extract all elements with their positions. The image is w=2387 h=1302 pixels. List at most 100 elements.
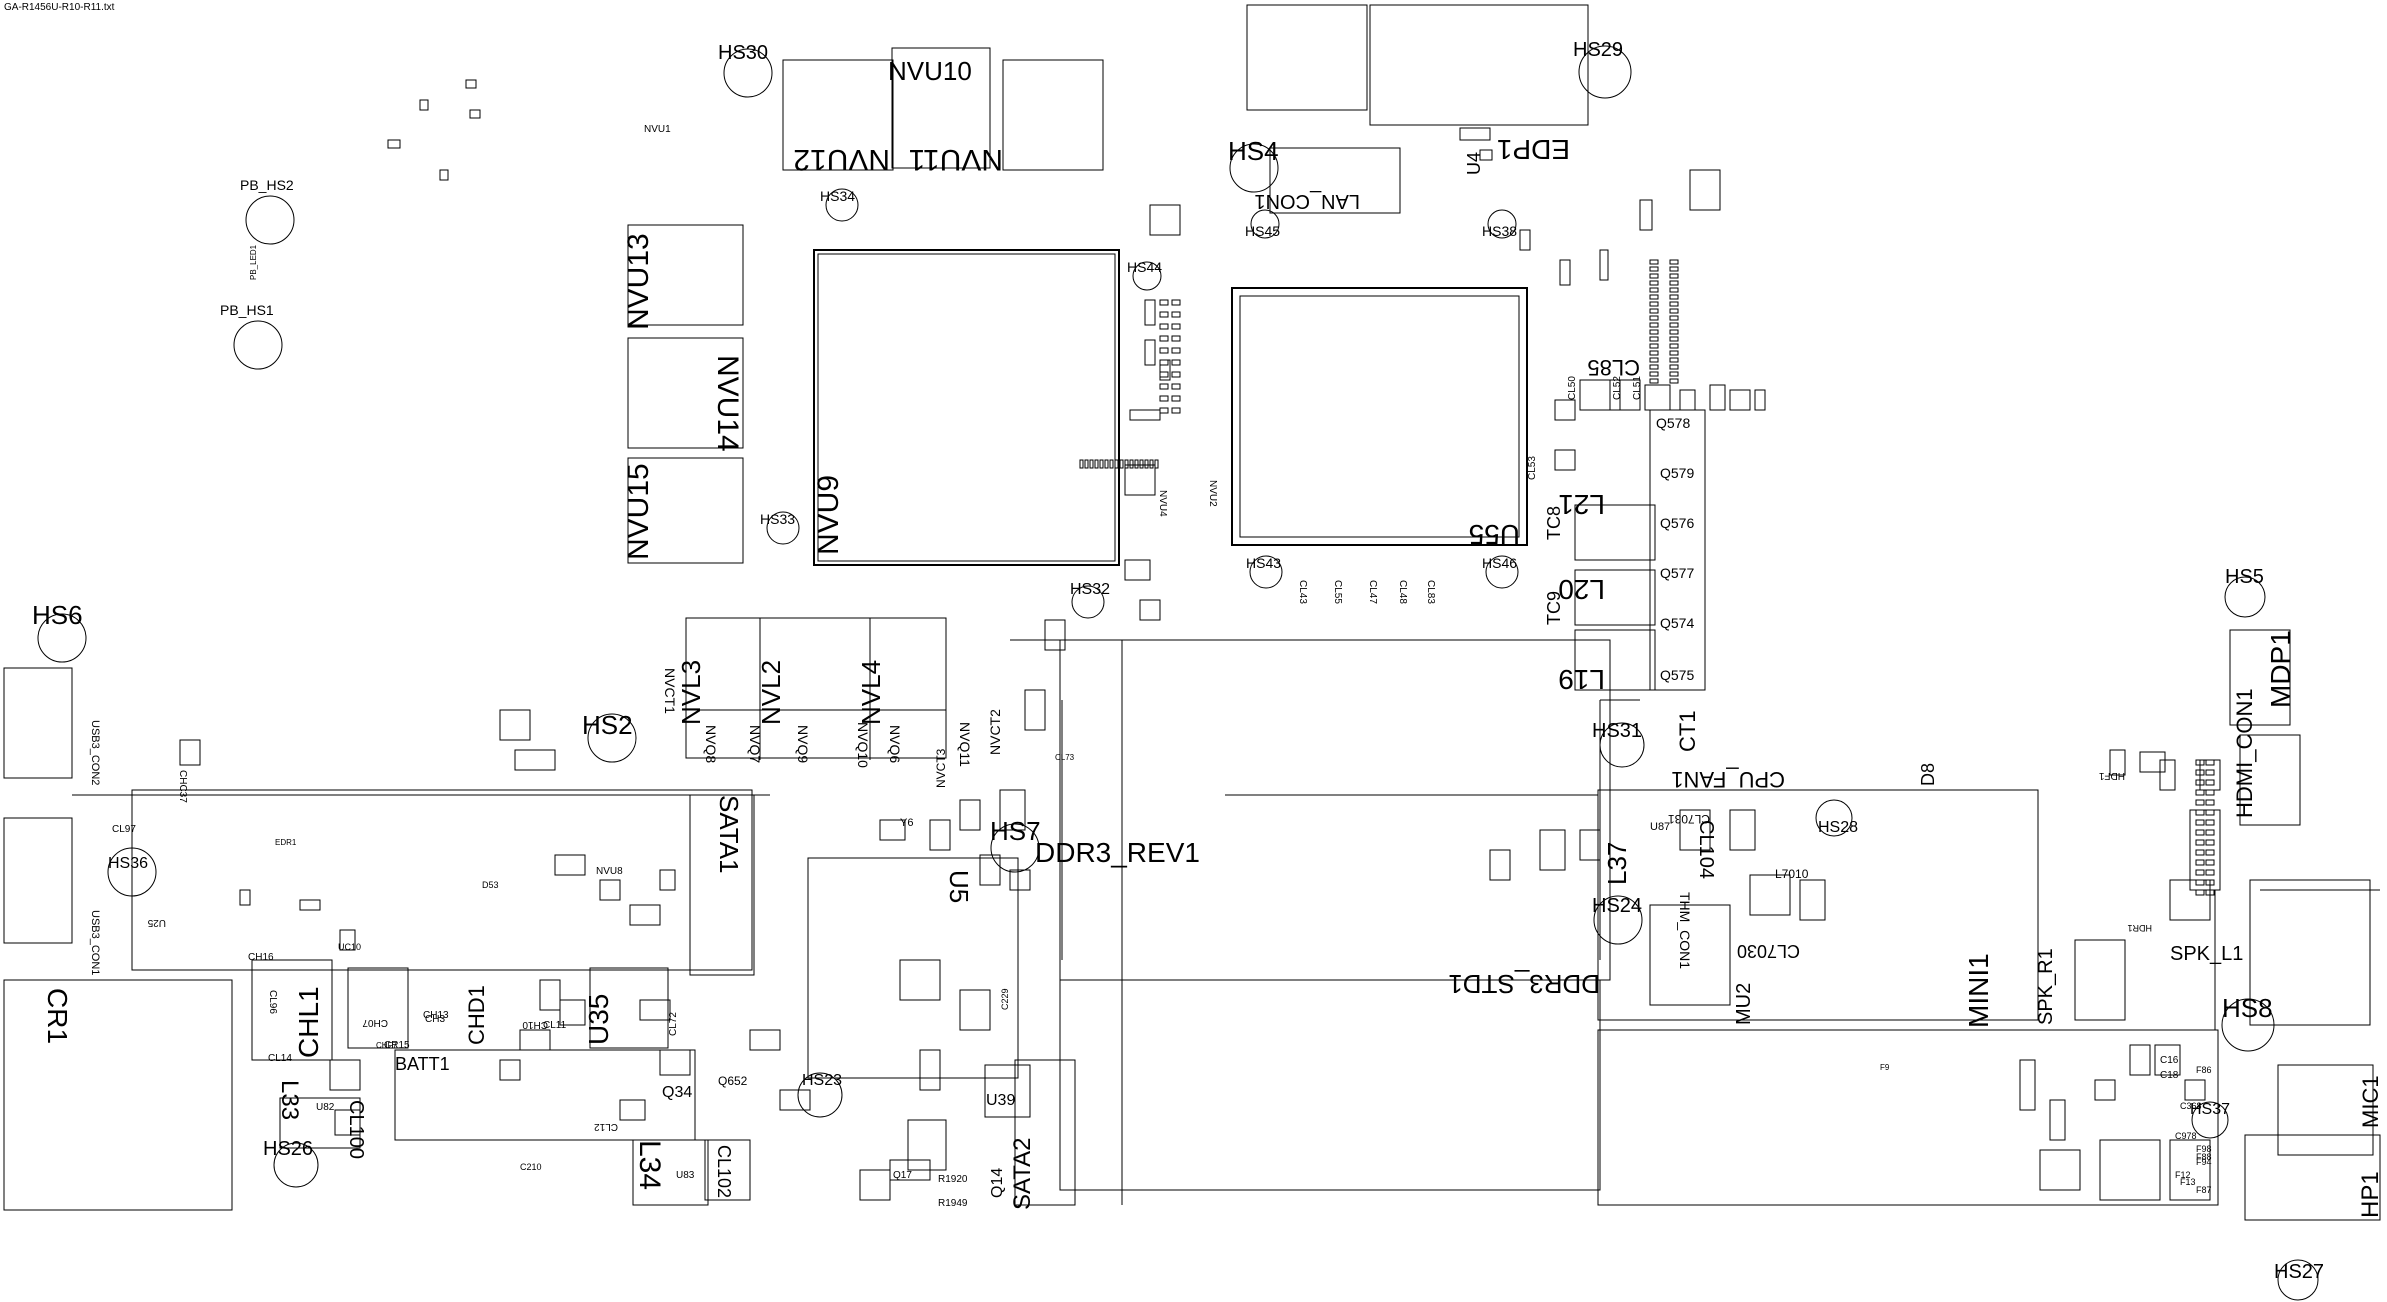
pin (1171, 371, 1181, 378)
pin (1649, 350, 1659, 356)
pin (2195, 779, 2205, 786)
pin (1669, 266, 1679, 272)
heatsink-label: HS27 (2274, 1261, 2324, 1283)
part-label: Q17 (893, 1170, 912, 1181)
cl102-outline (704, 1139, 751, 1201)
pin (1109, 459, 1114, 469)
pin (1099, 459, 1104, 469)
small-component (749, 1029, 781, 1051)
nvu14-outline (627, 337, 744, 449)
small-component (999, 789, 1026, 831)
pin (2195, 799, 2205, 806)
pin (1159, 383, 1169, 390)
u35-outline (589, 967, 669, 1049)
small-component (1554, 449, 1576, 471)
chip-label: NVL3 (676, 660, 706, 725)
heatsink-label: PB_HS2 (240, 177, 294, 193)
small-component (659, 869, 676, 891)
connector-label: SPK_L1 (2170, 943, 2243, 965)
part-label: Y6 (900, 817, 913, 829)
part-label: U25 (147, 917, 166, 928)
pin (1669, 287, 1679, 293)
part-label: NVQ10 (855, 722, 871, 768)
part-label: NVQ6 (887, 725, 903, 763)
pin (1649, 308, 1659, 314)
part-label: CL12 (594, 1121, 618, 1132)
small-component (339, 929, 356, 951)
heatsink-label: HS24 (1592, 895, 1642, 917)
part-label: F98 (2196, 1144, 2212, 1154)
small-component (1539, 829, 1566, 871)
file-name: GA-R1456U-R10-R11.txt (4, 2, 115, 13)
pin (1669, 280, 1679, 286)
pin (2195, 769, 2205, 776)
small-component (779, 1089, 811, 1111)
l19-outline (1574, 629, 1656, 691)
small-component (1559, 259, 1571, 286)
pin (1159, 371, 1169, 378)
small-component (929, 819, 951, 851)
u39-outline (984, 1064, 1031, 1118)
pin (1171, 323, 1181, 330)
pin (1089, 459, 1094, 469)
pin (1094, 459, 1099, 469)
small-component (979, 854, 1001, 886)
pin (1649, 301, 1659, 307)
part-label: F12 (2175, 1170, 2191, 1180)
small-component (639, 999, 671, 1021)
cr1-outline (3, 979, 233, 1211)
pin (1149, 459, 1154, 469)
connector-label: HDMI_CON1 (2232, 688, 2257, 818)
part-label: C978 (2175, 1131, 2197, 1141)
part-label: C16 (2160, 1055, 2179, 1066)
board-region-left (131, 789, 753, 971)
lan-con1-outline (1269, 147, 1401, 214)
small-component (179, 739, 201, 766)
heatsink-label: PB_HS1 (220, 302, 274, 318)
part-label: NVU8 (596, 866, 623, 877)
mount-hole-hs46 (1485, 555, 1519, 589)
mount-hole-hs36 (107, 847, 157, 897)
part-label: CL53 (1527, 456, 1538, 480)
heatsink-label: HS34 (820, 188, 855, 204)
mount-hole-hs27 (2277, 1259, 2319, 1301)
small-component (659, 1049, 691, 1076)
memory-label: NVU14 (711, 355, 744, 452)
small-component (1479, 149, 1493, 161)
part-label: CL51 (1632, 376, 1643, 400)
pin (1649, 336, 1659, 342)
small-component (859, 1169, 891, 1201)
pin (1114, 459, 1119, 469)
small-component (2139, 751, 2166, 773)
heatsink-label: HS44 (1127, 259, 1162, 275)
part-label: CL48 (1397, 580, 1408, 604)
chip-label: Q34 (662, 1084, 692, 1101)
connector-label: HP1 (2357, 1171, 2384, 1218)
nvu9-inner (817, 253, 1116, 562)
mount-hole-hs45 (1250, 209, 1280, 239)
connector-label: MDP1 (2265, 630, 2296, 708)
connector-label: MIC1 (2358, 1075, 2383, 1128)
pin (1159, 299, 1169, 306)
small-component (299, 899, 321, 911)
pin (1159, 359, 1169, 366)
pin (2195, 809, 2205, 816)
heatsink-label: HS6 (32, 600, 83, 630)
chip-label: CL7031 (1668, 812, 1710, 826)
heatsink-label: HS46 (1482, 555, 1517, 571)
chip-label: Q14 (989, 1168, 1006, 1198)
part-label: CL55 (1332, 580, 1343, 604)
part-label: EDR1 (275, 838, 297, 847)
pin (1171, 407, 1181, 414)
connector-label: CPU_FAN1 (1671, 767, 1785, 792)
sata2-outline (1014, 1059, 1076, 1206)
usb3-con1-outline (3, 817, 73, 944)
pin (2195, 819, 2205, 826)
pin (2195, 789, 2205, 796)
connector-label: LAN_CON1 (1254, 190, 1360, 212)
mount-hole-hs31 (1599, 722, 1645, 768)
chip-label: MU2 (1733, 983, 1755, 1025)
pin (2195, 889, 2205, 896)
small-component (619, 1099, 646, 1121)
small-component (1009, 869, 1031, 891)
